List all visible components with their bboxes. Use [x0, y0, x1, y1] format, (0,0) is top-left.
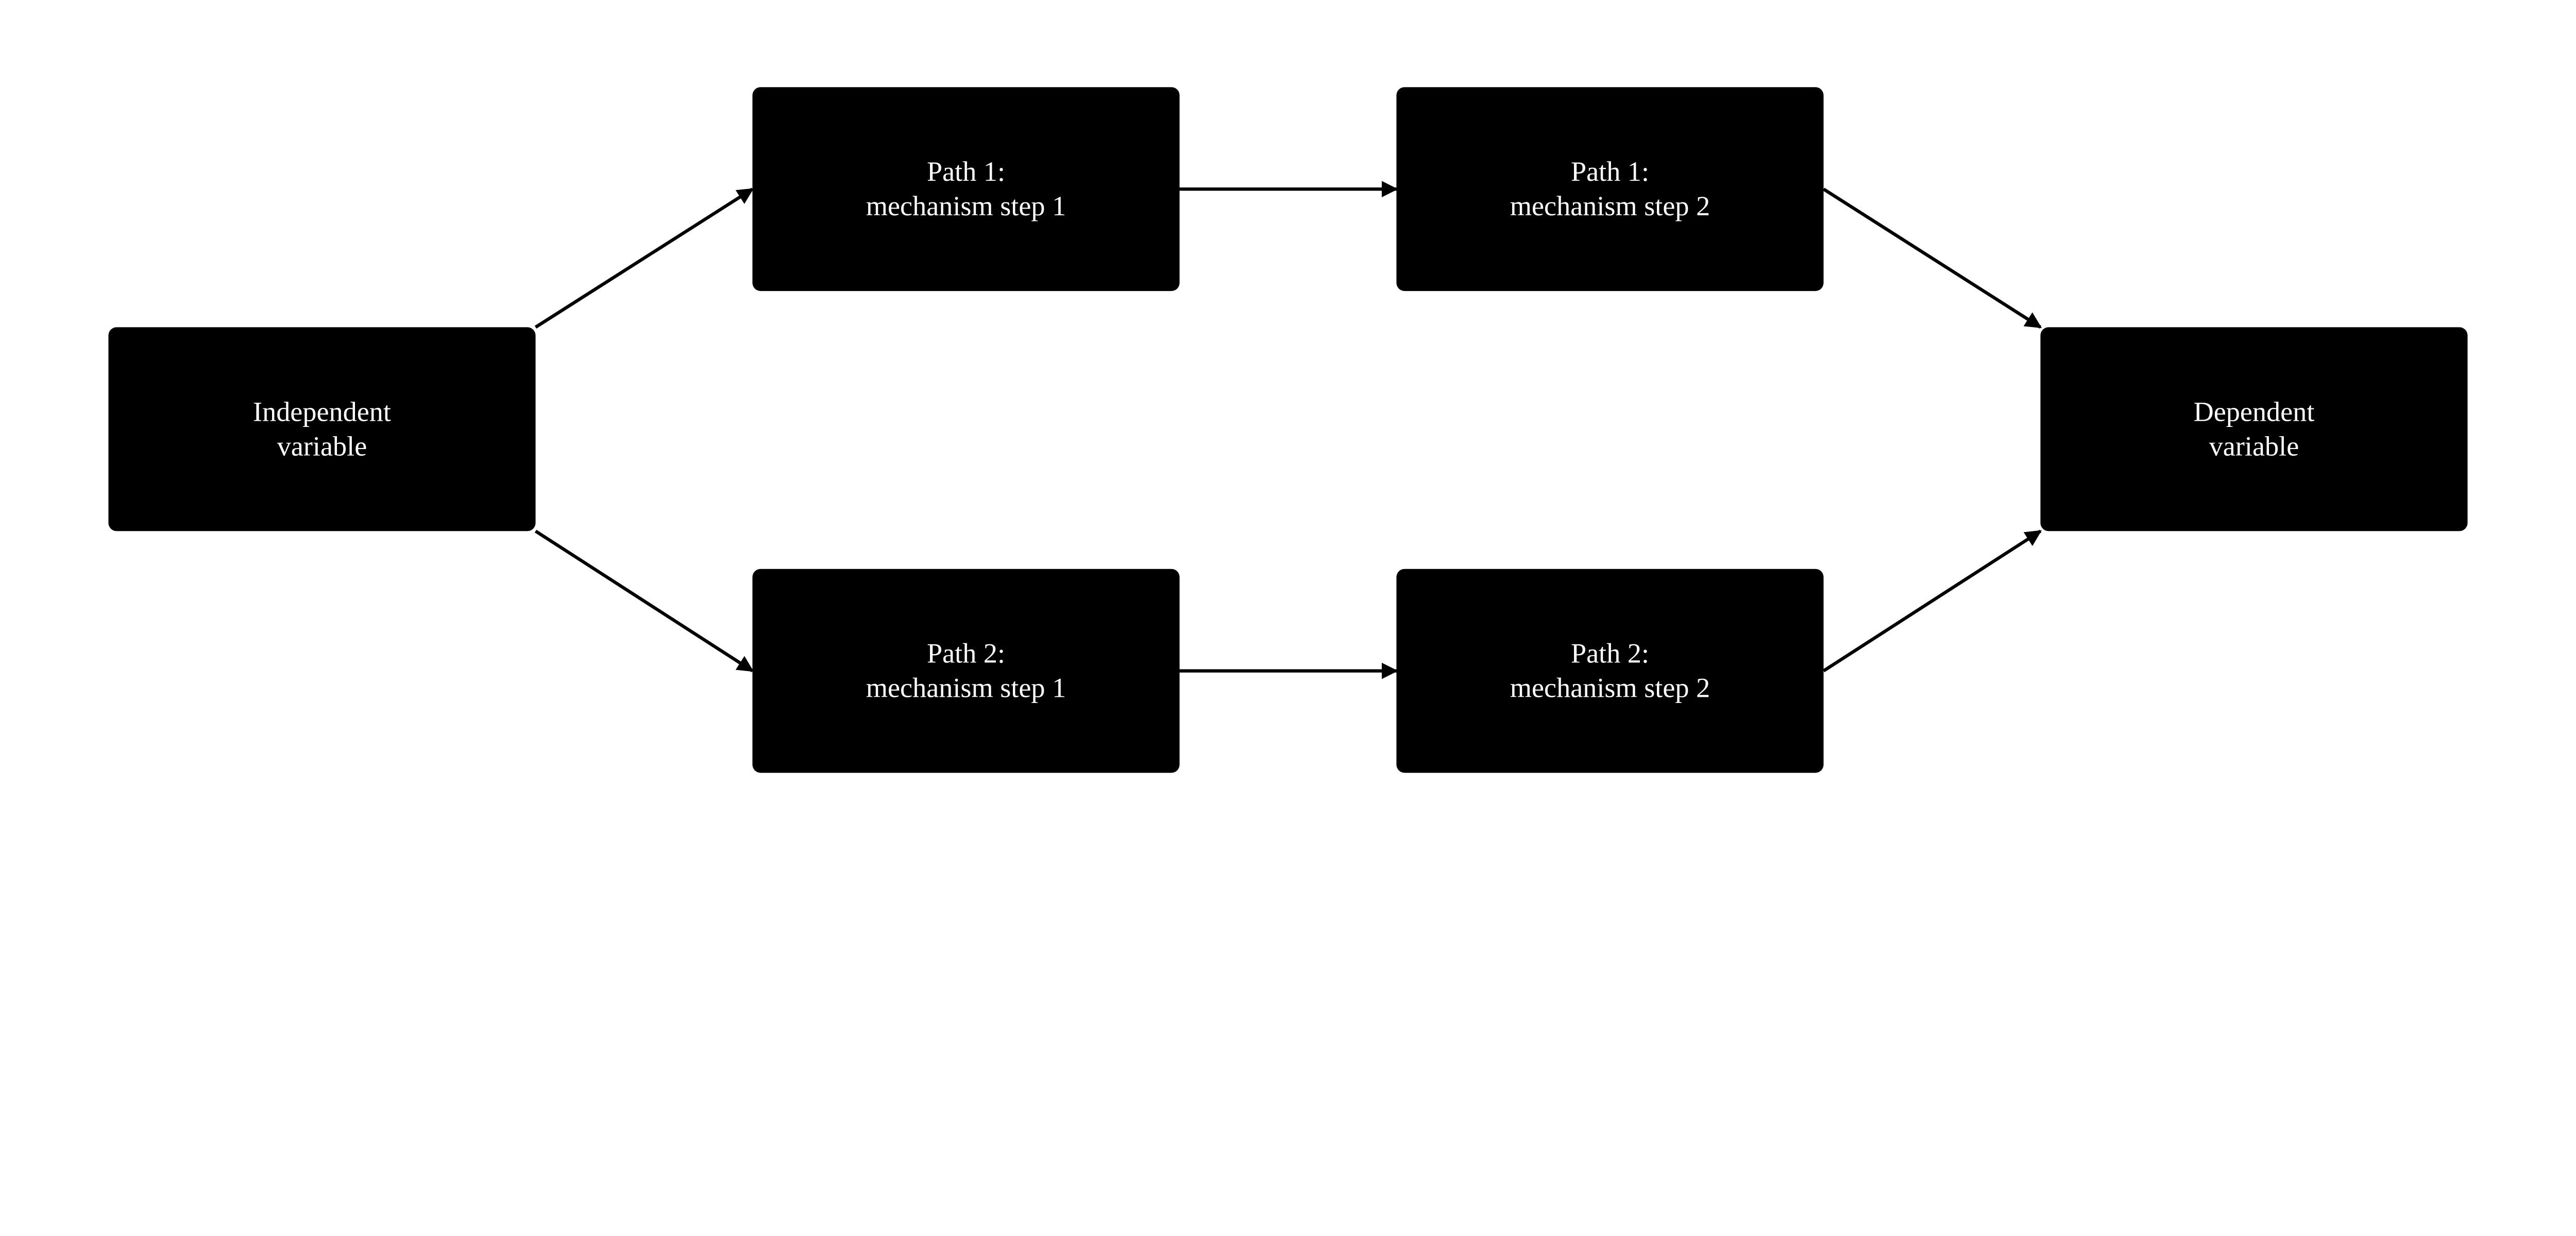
path-diagram: Independent variable Path 1: mechanism step… [108, 87, 2468, 773]
node-label: Path 1: [927, 156, 1005, 187]
node-label: Path 2: [927, 638, 1005, 669]
node-box [108, 327, 536, 531]
node-p1s1: Path 1: mechanism step 1 [752, 87, 1180, 291]
node-p1s2: Path 1: mechanism step 2 [1396, 87, 1824, 291]
node-label: mechanism step 1 [866, 191, 1066, 221]
node-label: Independent [253, 396, 391, 427]
arrow-p2s2-to-dv [1822, 529, 2042, 673]
node-box [1396, 569, 1824, 773]
node-label: variable [277, 431, 367, 461]
node-p2s1: Path 2: mechanism step 1 [752, 569, 1180, 773]
node-label: mechanism step 1 [866, 673, 1066, 703]
node-label: Path 2: [1571, 638, 1649, 669]
node-label: mechanism step 2 [1510, 191, 1710, 221]
arrow-iv-to-p2s1 [534, 529, 754, 673]
arrow-p1s2-to-dv [1822, 187, 2042, 329]
nodes-layer: Independent variable Path 1: mechanism step… [108, 87, 2468, 773]
node-iv: Independent variable [108, 327, 536, 531]
edges-layer [534, 181, 2042, 679]
node-label: variable [2209, 431, 2299, 461]
node-box [752, 87, 1180, 291]
node-label: Dependent [2194, 396, 2315, 427]
node-p2s2: Path 2: mechanism step 2 [1396, 569, 1824, 773]
node-box [2040, 327, 2468, 531]
node-label: mechanism step 2 [1510, 673, 1710, 703]
node-dv: Dependent variable [2040, 327, 2468, 531]
node-box [752, 569, 1180, 773]
node-label: Path 1: [1571, 156, 1649, 187]
node-box [1396, 87, 1824, 291]
arrow-iv-to-p1s1 [534, 187, 754, 329]
